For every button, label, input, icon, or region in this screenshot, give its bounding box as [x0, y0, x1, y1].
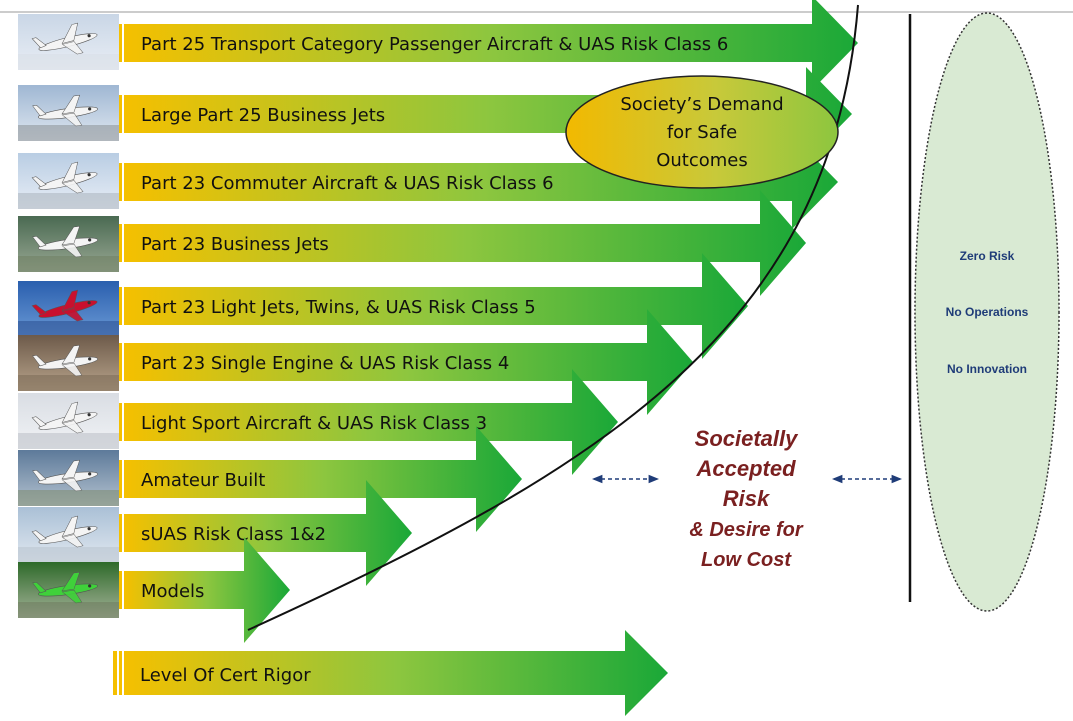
light-sport-aircraft-photo: [18, 393, 119, 449]
society-demand-line-2: for Safe: [667, 122, 737, 143]
category-label: Models: [141, 581, 204, 602]
category-label: Amateur Built: [141, 470, 265, 491]
category-label: Part 23 Single Engine & UAS Risk Class 4: [141, 353, 509, 374]
societally-accepted-risk: Societally Accepted Risk & Desire for Lo…: [689, 426, 804, 571]
societally-line-5: Low Cost: [701, 549, 792, 571]
model-aircraft-photo: [18, 562, 119, 618]
societally-line-3: Risk: [723, 486, 771, 511]
category-label: Large Part 25 Business Jets: [141, 105, 385, 126]
category-arrows: Part 25 Transport Category Passenger Air…: [113, 0, 858, 643]
category-label: Part 23 Light Jets, Twins, & UAS Risk Cl…: [141, 297, 536, 318]
societally-line-4: & Desire for: [689, 519, 804, 541]
small-uas-photo: [18, 507, 119, 563]
category-arrow: Part 25 Transport Category Passenger Air…: [113, 0, 858, 90]
amateur-built-aircraft-photo: [18, 450, 119, 506]
single-engine-cessna-photo: [18, 335, 119, 391]
commuter-turboprop-photo: [18, 153, 119, 209]
light-business-jet-photo: [18, 216, 119, 272]
societally-line-2: Accepted: [695, 456, 796, 481]
category-label: Part 23 Business Jets: [141, 234, 329, 255]
category-label: sUAS Risk Class 1&2: [141, 524, 326, 545]
category-label: Part 23 Commuter Aircraft & UAS Risk Cla…: [141, 173, 554, 194]
category-arrow: Models: [113, 537, 290, 643]
society-demand-line-1: Society’s Demand: [620, 94, 783, 115]
society-demand-ellipse: Society’s Demand for Safe Outcomes: [565, 75, 839, 189]
very-light-jet-photo: [18, 281, 119, 337]
no-innovation-label: No Innovation: [947, 362, 1027, 376]
zero-risk-ellipse: Zero Risk No Operations No Innovation: [914, 12, 1060, 612]
category-label: Part 25 Transport Category Passenger Air…: [141, 34, 728, 55]
category-arrow: Light Sport Aircraft & UAS Risk Class 3: [113, 369, 618, 475]
level-of-cert-rigor-arrow: Level Of Cert Rigor: [113, 630, 668, 716]
business-jet-photo: [18, 85, 119, 141]
society-demand-line-3: Outcomes: [656, 150, 748, 171]
category-label: Light Sport Aircraft & UAS Risk Class 3: [141, 413, 487, 434]
societally-line-1: Societally: [695, 426, 799, 451]
level-of-cert-rigor-label: Level Of Cert Rigor: [140, 665, 311, 686]
zero-risk-label: Zero Risk: [960, 249, 1015, 263]
airliner-photo: [18, 14, 119, 70]
no-operations-label: No Operations: [946, 305, 1029, 319]
